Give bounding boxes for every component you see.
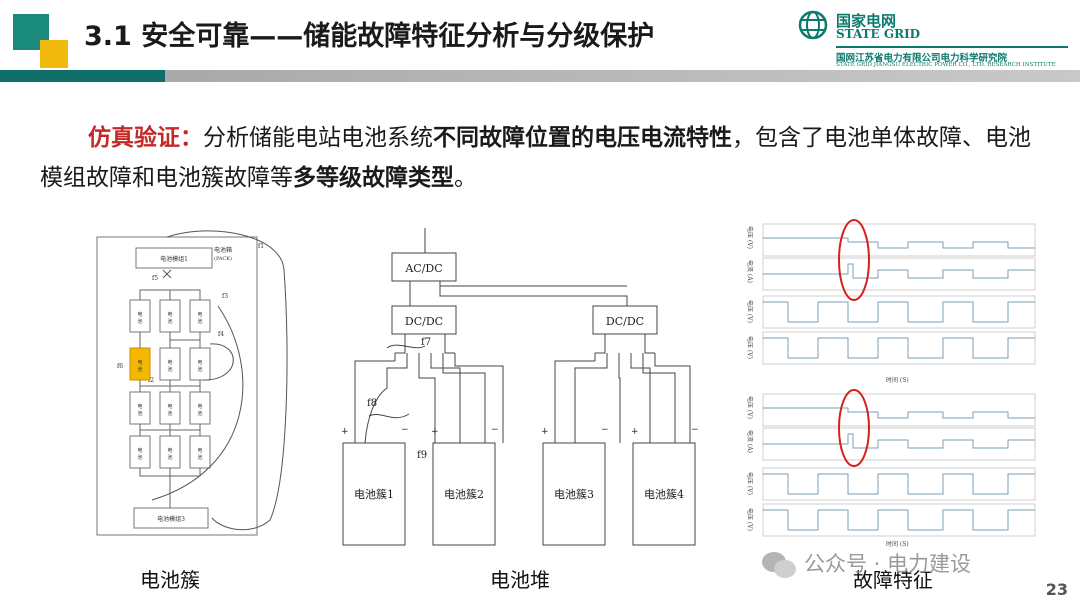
logo-divider <box>836 46 1068 48</box>
pack-sub-label: (PACK) <box>214 255 232 262</box>
logo-institute-cn: 国网江苏省电力有限公司电力科学研究院 <box>836 53 1008 64</box>
svg-text:−: − <box>691 425 699 435</box>
fault-f3-label: f3 <box>222 293 228 300</box>
svg-text:池: 池 <box>137 454 142 461</box>
logo-name-en: STATE GRID <box>836 27 921 41</box>
svg-text:池: 池 <box>167 366 172 373</box>
y-label-bottom-3: 电压 (V) <box>746 472 754 495</box>
y-label-bottom-4: 电压 (V) <box>746 508 754 531</box>
pack-label: 电池箱 <box>214 246 232 254</box>
svg-text:电: 电 <box>167 359 172 366</box>
svg-text:+: + <box>541 427 549 437</box>
svg-text:−: − <box>601 425 609 435</box>
svg-text:池: 池 <box>167 318 172 325</box>
fault-f6-label: f6 <box>117 363 123 370</box>
y-label-bottom-2: 电流 (A) <box>746 430 754 453</box>
battery-cluster-diagram: 电池模组1 电池箱 (PACK) f1 f5 f3 f4 f6 f2 电池 电池… <box>96 230 288 536</box>
fault-highlight-top <box>838 219 870 301</box>
y-label-top-3: 电压 (V) <box>746 300 754 323</box>
svg-text:电: 电 <box>197 403 202 410</box>
state-grid-globe-icon <box>798 10 828 40</box>
watermark-text: 公众号 · 电力建设 <box>804 552 972 576</box>
svg-text:+: + <box>341 427 349 437</box>
fault-waveform-plot: 电压 (V) 电流 (A) 电压 (V) 电压 (V) 时间 (S) 电压 (V… <box>746 219 1036 548</box>
svg-text:电: 电 <box>197 311 202 318</box>
cluster-1-label: 电池簇1 <box>354 487 394 501</box>
bottom-module-label: 电池模组3 <box>157 515 185 523</box>
svg-text:电: 电 <box>137 359 142 366</box>
svg-text:−: − <box>491 425 499 435</box>
fault-f1-label: f1 <box>258 243 264 250</box>
y-label-top-2: 电流 (A) <box>746 260 754 283</box>
battery-stack-diagram: AC/DC DC/DC DC/DC f7 f8 f9 + − + − + − + − 电… <box>341 228 699 546</box>
svg-text:+: + <box>631 427 639 437</box>
fault-f8-label: f8 <box>367 398 377 409</box>
y-label-top-4: 电压 (V) <box>746 336 754 359</box>
svg-text:池: 池 <box>197 454 202 461</box>
paragraph-text-3: 。 <box>454 165 477 191</box>
x-label-bottom: 时间 (S) <box>886 540 909 548</box>
dcdc-right-label: DC/DC <box>606 315 644 328</box>
paragraph-text-2: ，包含了电池单体故障、电池模组故障和电池簇故障等 <box>40 125 1031 191</box>
cluster-2-label: 电池簇2 <box>444 487 484 501</box>
logo-institute-en: STATE GRID JIANGSU ELECTRIC POWER CO., L… <box>836 62 1056 68</box>
fault-f2-label: f2 <box>148 377 154 384</box>
svg-text:+: + <box>431 427 439 437</box>
acdc-label: AC/DC <box>404 262 442 275</box>
fault-f9-label: f9 <box>417 450 427 461</box>
svg-text:池: 池 <box>137 318 142 325</box>
decor-square-yellow <box>40 40 68 68</box>
svg-text:电: 电 <box>137 403 142 410</box>
fault-f7-label: f7 <box>421 337 431 348</box>
state-grid-logo: 国家电网 STATE GRID 国网江苏省电力有限公司电力科学研究院 STATE… <box>798 8 1073 70</box>
top-module-label: 电池模组1 <box>160 255 188 263</box>
title-underline-bar <box>0 70 1080 82</box>
y-label-bottom-1: 电压 (V) <box>746 396 754 419</box>
logo-name-cn: 国家电网 <box>836 12 897 30</box>
paragraph-bold-2: 多等级故障类型 <box>293 165 454 191</box>
svg-text:电: 电 <box>167 311 172 318</box>
svg-text:池: 池 <box>197 318 202 325</box>
svg-text:池: 池 <box>197 410 202 417</box>
svg-text:池: 池 <box>167 454 172 461</box>
page-number: 23 <box>1045 580 1068 599</box>
svg-text:电: 电 <box>197 447 202 454</box>
slide-title: 3.1 安全可靠——储能故障特征分析与分级保护 <box>84 21 655 52</box>
stack-caption: 电池堆 <box>490 568 550 592</box>
waveform-caption: 故障特征 <box>853 568 933 592</box>
y-label-top-1: 电压 (V) <box>746 226 754 249</box>
svg-text:电: 电 <box>137 311 142 318</box>
svg-text:池: 池 <box>137 366 142 373</box>
cluster-3-label: 电池簇3 <box>554 487 594 501</box>
svg-text:电: 电 <box>137 447 142 454</box>
paragraph-text-1: 分析储能电站电池系统 <box>203 125 433 151</box>
dcdc-left-label: DC/DC <box>405 315 443 328</box>
svg-text:电: 电 <box>197 359 202 366</box>
wechat-icon <box>762 552 796 578</box>
paragraph-bold-1: 不同故障位置的电压电流特性 <box>433 125 732 151</box>
svg-text:电: 电 <box>167 403 172 410</box>
slide-header: 3.1 安全可靠——储能故障特征分析与分级保护 国家电网 STATE GRID … <box>0 0 1080 86</box>
cluster-caption: 电池簇 <box>140 568 200 592</box>
svg-text:池: 池 <box>197 366 202 373</box>
cluster-4-label: 电池簇4 <box>644 487 684 501</box>
fault-highlight-bottom <box>838 389 870 467</box>
fault-f5-label: f5 <box>152 275 158 282</box>
x-label-top: 时间 (S) <box>886 376 909 384</box>
body-paragraph: 仿真验证：分析储能电站电池系统不同故障位置的电压电流特性，包含了电池单体故障、电… <box>40 118 1050 198</box>
svg-text:池: 池 <box>137 410 142 417</box>
paragraph-label: 仿真验证： <box>88 125 203 151</box>
fault-f4-label: f4 <box>218 331 224 338</box>
svg-text:−: − <box>401 425 409 435</box>
svg-text:池: 池 <box>167 410 172 417</box>
svg-text:电: 电 <box>167 447 172 454</box>
